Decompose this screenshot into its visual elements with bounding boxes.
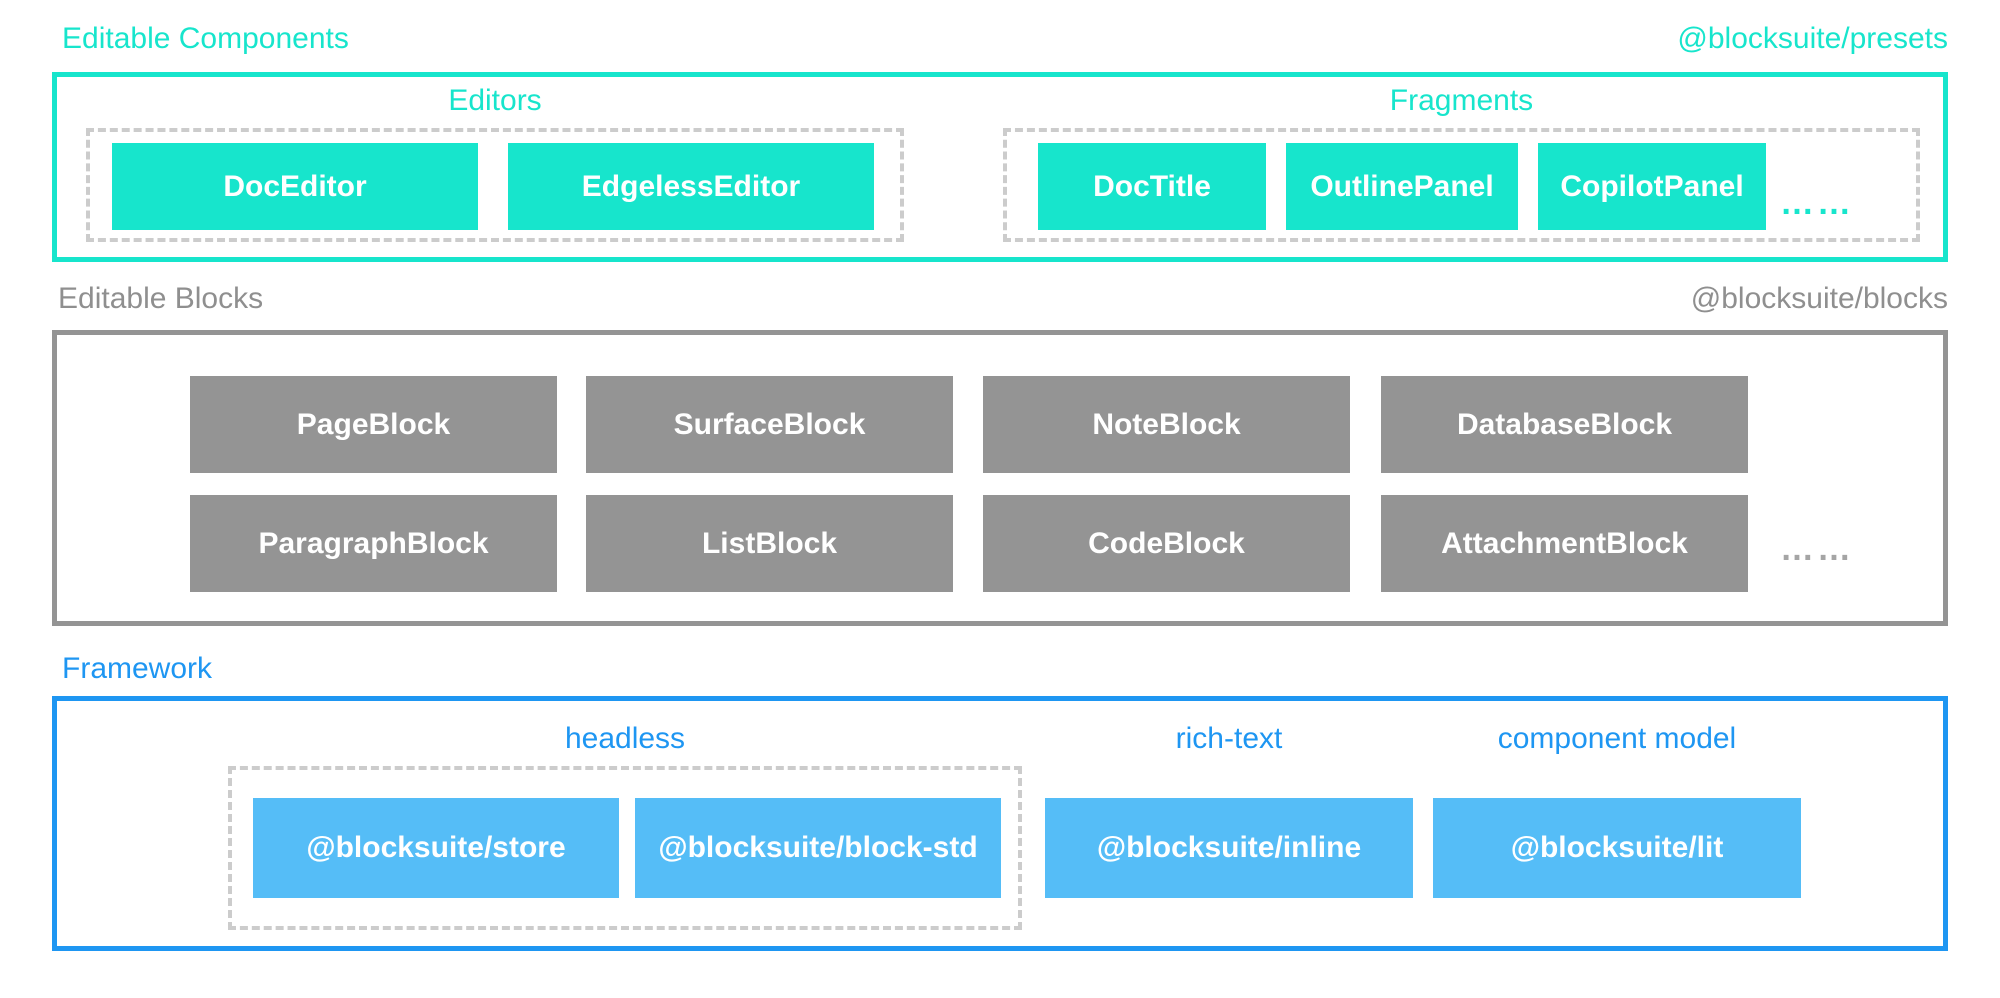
editable-blocks-title: Editable Blocks xyxy=(58,282,264,315)
chip-blocksuite-inline: @blocksuite/inline xyxy=(1045,798,1413,898)
component-model-group-label: component model xyxy=(1497,722,1737,755)
chip-blocksuite-block-std: @blocksuite/block-std xyxy=(635,798,1001,898)
fragments-group-box xyxy=(1003,128,1920,242)
framework-title: Framework xyxy=(62,652,213,685)
chip-paragraphblock: ParagraphBlock xyxy=(190,495,557,592)
editors-group-label: Editors xyxy=(448,84,542,117)
chip-codeblock: CodeBlock xyxy=(983,495,1350,592)
chip-doceditor: DocEditor xyxy=(112,143,478,230)
blocks-package-label: @blocksuite/blocks xyxy=(1690,282,1948,315)
editable-blocks-box xyxy=(52,330,1948,626)
chip-blocksuite-store: @blocksuite/store xyxy=(253,798,619,898)
editable-components-title: Editable Components xyxy=(62,22,349,55)
chip-databaseblock: DatabaseBlock xyxy=(1381,376,1748,473)
chip-attachmentblock: AttachmentBlock xyxy=(1381,495,1748,592)
framework-box xyxy=(52,696,1948,951)
chip-blocksuite-lit: @blocksuite/lit xyxy=(1433,798,1801,898)
editors-group-box xyxy=(86,128,904,242)
chip-noteblock: NoteBlock xyxy=(983,376,1350,473)
rich-text-group-label: rich-text xyxy=(1175,722,1283,755)
chip-listblock: ListBlock xyxy=(586,495,953,592)
chip-doctitle: DocTitle xyxy=(1038,143,1266,230)
editable-components-box xyxy=(52,72,1948,262)
fragments-group-label: Fragments xyxy=(1389,84,1534,117)
chip-pageblock: PageBlock xyxy=(190,376,557,473)
presets-package-label: @blocksuite/presets xyxy=(1677,22,1948,55)
chip-copilotpanel: CopilotPanel xyxy=(1538,143,1766,230)
chip-surfaceblock: SurfaceBlock xyxy=(586,376,953,473)
headless-group-label: headless xyxy=(564,722,686,755)
chip-edgelesseditor: EdgelessEditor xyxy=(508,143,874,230)
chip-outlinepanel: OutlinePanel xyxy=(1286,143,1518,230)
fragments-ellipsis: …… xyxy=(1780,184,1854,222)
headless-group-box xyxy=(228,766,1022,930)
blocks-ellipsis: …… xyxy=(1780,530,1854,568)
